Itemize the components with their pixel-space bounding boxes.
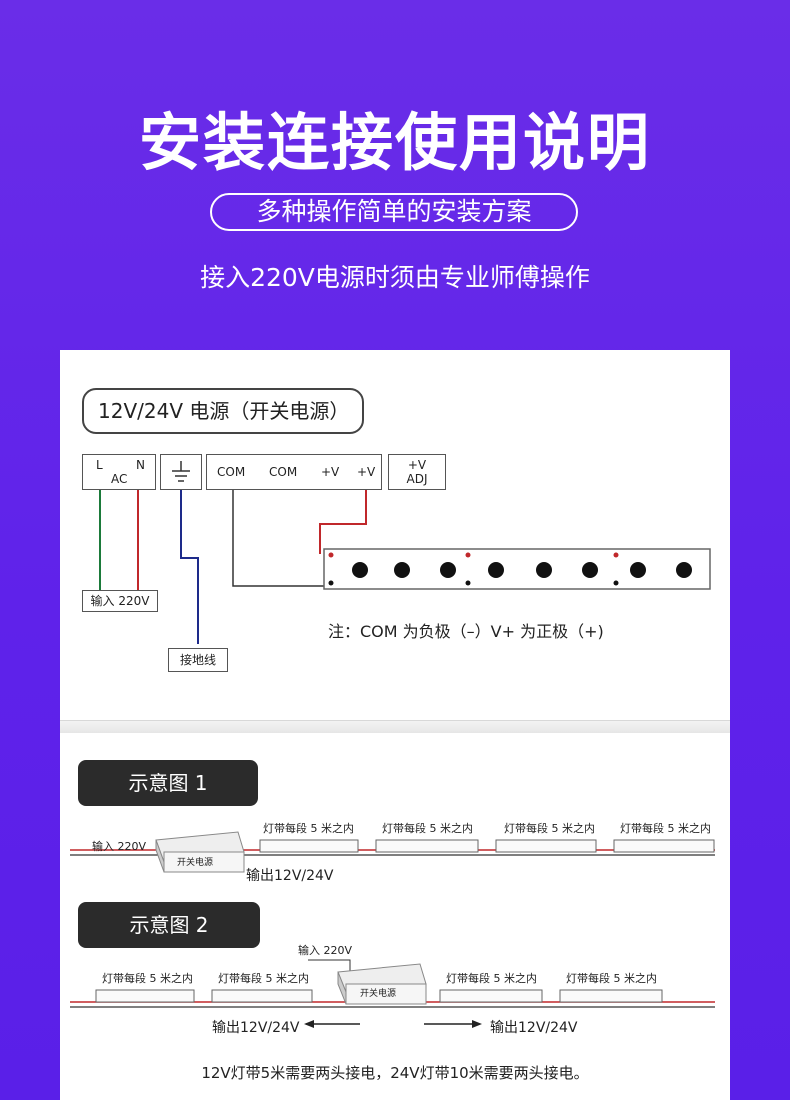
dc-terminal-box: COM COM +V +V xyxy=(206,454,382,490)
terminal-com-2: COM xyxy=(269,465,298,479)
diagram-1-tag: 示意图 1 xyxy=(78,760,258,806)
ground-terminal-box xyxy=(160,454,202,490)
d1-seg-2: 灯带每段 5 米之内 xyxy=(382,822,473,835)
d1-input: 输入 220V xyxy=(92,840,147,853)
diagram-2-strips xyxy=(95,989,663,1003)
terminal-n: N xyxy=(136,458,145,472)
diagram-1-strips xyxy=(259,839,715,853)
terminal-ac: AC xyxy=(111,472,128,486)
d1-seg-3: 灯带每段 5 米之内 xyxy=(504,822,595,835)
terminal-v-1: +V xyxy=(321,465,340,479)
scheme-pill: 多种操作简单的安装方案 xyxy=(210,193,578,231)
led-strip-chips xyxy=(328,552,692,586)
psu-title-box: 12V/24V 电源（开关电源） xyxy=(82,388,364,434)
d1-output: 输出12V/24V xyxy=(246,868,334,884)
d1-seg-4: 灯带每段 5 米之内 xyxy=(620,822,711,835)
d2-seg-4: 灯带每段 5 米之内 xyxy=(566,972,657,985)
section-divider xyxy=(60,720,730,733)
adj-terminal-box: +V ADJ xyxy=(388,454,446,490)
d2-output-left: 输出12V/24V xyxy=(212,1020,300,1036)
page-title: 安装连接使用说明 xyxy=(138,106,651,179)
d1-psu: 开关电源 xyxy=(177,858,214,868)
input-label-box: 输入 220V xyxy=(82,590,158,612)
wiring-lines xyxy=(99,490,711,644)
input-220v-label: 输入 220V xyxy=(90,594,150,608)
ground-wire-label: 接地线 xyxy=(179,653,216,667)
d2-seg-3: 灯带每段 5 米之内 xyxy=(446,972,537,985)
d1-seg-1: 灯带每段 5 米之内 xyxy=(263,822,354,835)
terminal-v-2: +V xyxy=(357,465,376,479)
adj-top: +V xyxy=(407,458,427,472)
d2-seg-2: 灯带每段 5 米之内 xyxy=(218,972,309,985)
footer-note: 12V灯带5米需要两头接电，24V灯带10米需要两头接电。 xyxy=(201,1064,589,1082)
safety-subtitle: 接入220V电源时须由专业师傅操作 xyxy=(200,263,590,292)
d2-psu: 开关电源 xyxy=(360,989,397,999)
terminal-com-1: COM xyxy=(217,465,246,479)
d2-input: 输入 220V xyxy=(298,944,353,957)
d2-output-right: 输出12V/24V xyxy=(490,1020,578,1036)
diagram-2-tag: 示意图 2 xyxy=(78,902,260,948)
diagram-2-drawing xyxy=(70,959,715,1028)
ground-icon xyxy=(172,461,190,482)
psu-title: 12V/24V 电源（开关电源） xyxy=(98,399,350,423)
ac-terminal-box: L N AC xyxy=(82,454,156,490)
content-panel: 12V/24V 电源（开关电源） L N AC COM COM +V +V +V… xyxy=(60,350,730,1100)
terminal-l: L xyxy=(96,458,103,472)
diagram-1-drawing xyxy=(70,831,715,873)
ground-label-box: 接地线 xyxy=(168,648,228,672)
polarity-note: 注：COM 为负极（–）V+ 为正极（+) xyxy=(328,622,604,641)
adj-bottom: ADJ xyxy=(406,472,428,486)
d2-seg-1: 灯带每段 5 米之内 xyxy=(102,972,193,985)
